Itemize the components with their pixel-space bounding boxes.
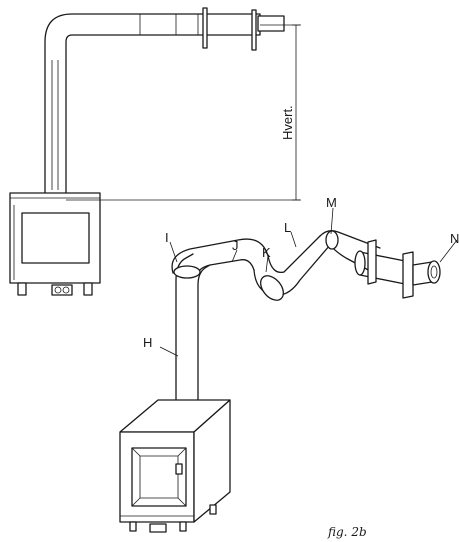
label-h: H (143, 335, 152, 350)
bottom-elbow-i (171, 238, 269, 274)
label-j: J (232, 238, 239, 253)
vertical-dimension: Hvert. (66, 24, 301, 201)
bottom-stove-side (193, 399, 231, 523)
leader-lines (159, 207, 458, 357)
top-stove-assembly (9, 7, 285, 296)
label-n: N (450, 231, 459, 246)
top-terminal (257, 15, 285, 32)
top-flue-pipe (44, 13, 261, 194)
label-m: M (326, 195, 337, 210)
bottom-elbow-m (319, 230, 381, 249)
dimension-label: Hvert. (280, 105, 295, 140)
bottom-vertical-pipe (175, 253, 194, 421)
bottom-wall-plate-1 (367, 239, 377, 285)
bottom-stove-assembly (119, 230, 441, 533)
top-stove-window (21, 212, 90, 264)
label-l: L (284, 220, 291, 235)
top-wall-plate-1 (202, 7, 208, 49)
top-wall-plate-2 (251, 9, 257, 51)
label-k: K (262, 245, 271, 260)
label-i: I (165, 230, 169, 245)
figure-caption: fig. 2b (327, 525, 367, 539)
top-stove-control (51, 284, 73, 296)
bottom-wall-plate-2 (402, 251, 414, 299)
